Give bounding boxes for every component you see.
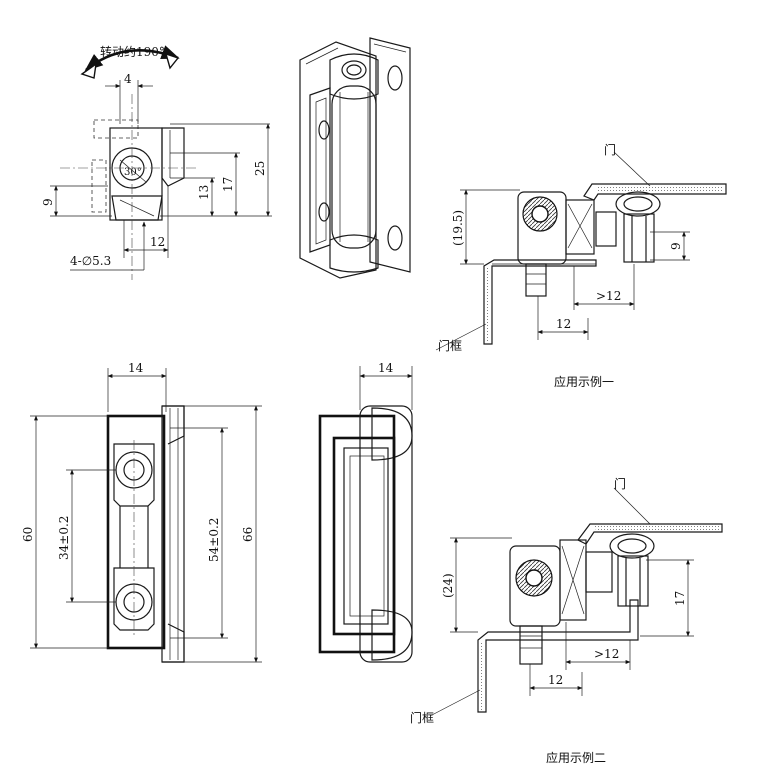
example-2: 门 门框 (24) 17 >12 12 应用示例二 xyxy=(410,476,723,765)
example2-dim-12: 12 xyxy=(548,673,563,687)
example2-caption: 应用示例二 xyxy=(546,750,606,765)
example-1: 门 门框 (19.5) 9 >12 12 应用示例一 xyxy=(435,142,727,389)
back-plate xyxy=(318,414,396,654)
dim-25: 25 xyxy=(253,161,267,176)
iso-top-hole xyxy=(341,60,367,80)
fixed-leaf xyxy=(161,127,185,187)
example2-dim-24: (24) xyxy=(441,573,455,598)
iso-back-plate xyxy=(369,37,411,273)
dim-17: 17 xyxy=(221,177,235,192)
hole-label: 4-∅5.3 xyxy=(70,254,111,268)
front-dim-66: 66 xyxy=(241,527,255,542)
back-dim-14: 14 xyxy=(378,361,394,375)
front-plate xyxy=(106,414,166,650)
frame-angle xyxy=(483,259,597,345)
front-view: 14 60 34±0.2 54±0.2 66 xyxy=(21,361,262,663)
rotated-leaf-outline xyxy=(93,119,139,139)
example1-dim-9: 9 xyxy=(669,242,683,250)
iso-barrel xyxy=(331,85,377,249)
front-dim-14: 14 xyxy=(128,361,144,375)
base-block xyxy=(111,195,163,221)
seal-profile xyxy=(615,191,661,217)
example1-frame-label: 门框 xyxy=(438,338,462,353)
dim-4: 4 xyxy=(124,72,132,86)
iso-front-plate xyxy=(299,41,377,279)
example1-dim-195: (19.5) xyxy=(451,210,465,246)
example1-dim-12: 12 xyxy=(556,317,571,331)
example1-door-label: 门 xyxy=(604,142,616,157)
example1-bolt xyxy=(525,263,547,297)
side-view: 转动约190° 4 30° 25 17 13 xyxy=(41,44,272,280)
seal-profile-2 xyxy=(609,533,655,559)
arrow-head-left xyxy=(80,62,97,79)
back-leaf xyxy=(359,405,413,663)
arrow-head-right xyxy=(164,52,180,70)
frame-angle-2 xyxy=(477,599,639,713)
example2-dim-gt12: >12 xyxy=(594,647,619,661)
front-dim-60: 60 xyxy=(21,527,35,542)
example1-caption: 应用示例一 xyxy=(554,374,614,389)
front-knuckle xyxy=(161,405,185,663)
dim-30deg: 30° xyxy=(124,167,142,178)
dim-9-left: 9 xyxy=(41,198,55,206)
back-barrel xyxy=(332,436,396,636)
example2-dim-17: 17 xyxy=(673,591,687,606)
isometric-view xyxy=(299,37,411,279)
example1-dim-gt12: >12 xyxy=(596,289,621,303)
back-view: 14 xyxy=(318,361,413,663)
example2-frame-label: 门框 xyxy=(410,710,434,725)
example2-door-label: 门 xyxy=(614,476,626,491)
rotation-label: 转动约190° xyxy=(100,44,165,59)
example2-bolt xyxy=(519,625,543,665)
front-dim-34: 34±0.2 xyxy=(57,516,71,560)
dim-13: 13 xyxy=(197,185,211,200)
dim-12-side: 12 xyxy=(150,235,165,249)
front-dim-54: 54±0.2 xyxy=(207,518,221,562)
